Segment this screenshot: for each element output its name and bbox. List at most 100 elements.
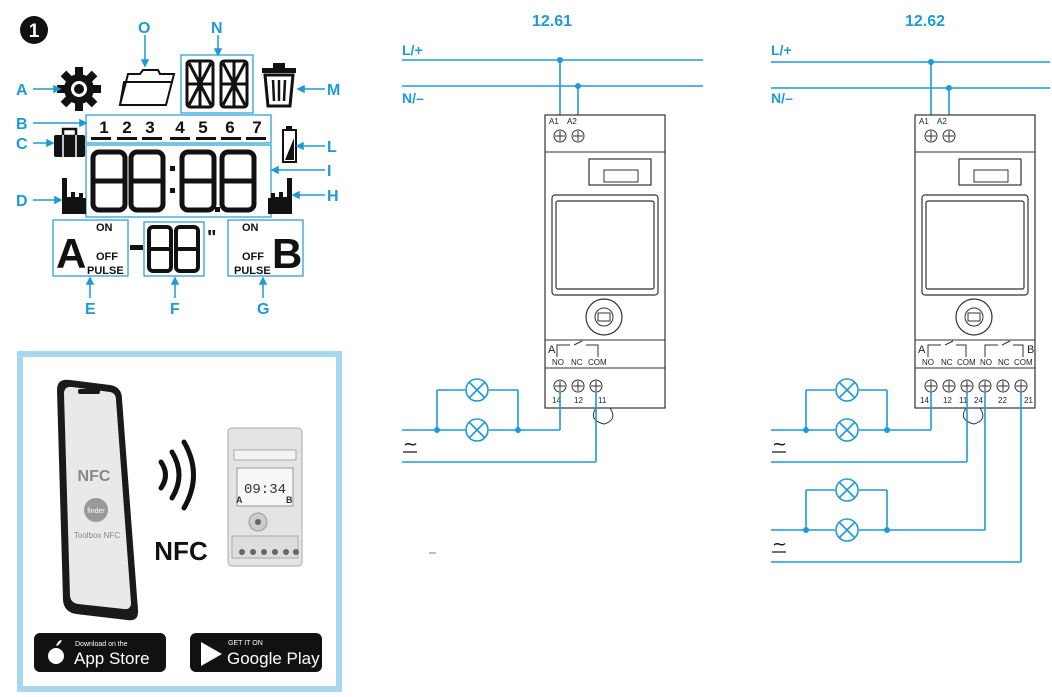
svg-text:C: C [16, 136, 28, 153]
channel-a-pulse: PULSE [87, 265, 124, 277]
seconds-box [143, 221, 205, 277]
terminal-a1-1262: A1 [919, 117, 929, 126]
terminal-21-1262: 21 [1024, 396, 1033, 405]
lcd-diagram: 1 2 3 4 5 6 7 [16, 20, 340, 318]
finder-logo-icon [84, 498, 108, 522]
timer-device-illustration: 09:34 A B [227, 427, 303, 567]
smartphone-illustration: NFC finder Toolbox NFC [57, 379, 139, 621]
contact-no-b-1262: NO [980, 358, 992, 367]
channel-b-letter: B [272, 230, 302, 277]
svg-text:D: D [16, 193, 28, 210]
phone-brand: finder [87, 508, 105, 515]
colon-dot-bottom [170, 188, 175, 193]
device-display-time: 09:34 [244, 482, 286, 498]
lamps-1262-a [805, 378, 888, 442]
battery-icon [282, 126, 297, 163]
channel-b-box [227, 219, 304, 277]
app-store-badge[interactable]: Download on the App Store [34, 633, 166, 672]
dash-segment [130, 245, 143, 250]
briefcase-icon [54, 127, 85, 157]
svg-text:L: L [327, 139, 337, 156]
svg-text:5: 5 [198, 118, 207, 137]
contact-nc-1261: NC [571, 358, 583, 367]
colon-dot-top [170, 166, 175, 171]
contact-com-1261: COM [588, 358, 607, 367]
google-play-badge[interactable]: GET IT ON Google Play [190, 633, 322, 672]
contact-com-a-1262: COM [957, 358, 976, 367]
line-label-1261: L/+ [402, 42, 423, 58]
screw-terminals-bottom-1261 [553, 379, 603, 393]
channel-b-on: ON [242, 222, 259, 234]
phone-nfc-text: NFC [78, 468, 111, 485]
channel-b-pulse: PULSE [234, 265, 271, 277]
time-display-box [85, 144, 272, 218]
google-play-icon [201, 642, 222, 666]
terminal-12-1261: 12 [574, 396, 583, 405]
terminal-24-1262: 24 [974, 396, 983, 405]
figure-number-badge: 1 [20, 16, 48, 44]
channel-a-off: OFF [96, 251, 118, 263]
wiring-diagram-1261: 12.61 L/+ N/– A1 A2 A NO NC COM [402, 13, 703, 554]
contact-channel-a-1262: A [918, 344, 926, 356]
svg-text:7: 7 [252, 118, 261, 137]
callout-letters: A B C D E F G H I L M N O [16, 20, 340, 318]
apple-icon [48, 640, 64, 664]
google-play-big-text: Google Play [227, 649, 320, 668]
svg-text:A: A [16, 82, 28, 99]
screw-terminals-top-1261 [553, 129, 585, 143]
contact-channel-b-1262: B [1027, 344, 1034, 356]
svg-text:E: E [85, 301, 96, 318]
callout-arrows [33, 35, 325, 298]
channel-a-on: ON [96, 222, 113, 234]
svg-text:3: 3 [145, 118, 154, 137]
neutral-label-1262: N/– [771, 90, 793, 106]
lamps-1262-b [805, 478, 888, 542]
terminal-12-1262: 12 [943, 396, 952, 405]
device-b: B [286, 495, 293, 505]
contact-com-b-1262: COM [1014, 358, 1033, 367]
trash-icon [262, 63, 296, 108]
svg-text:1: 1 [29, 21, 40, 42]
seconds-digits [147, 225, 200, 273]
screw-terminals-bottom-1262 [924, 379, 1028, 393]
terminal-14-1262: 14 [920, 396, 929, 405]
decimal-dot [215, 207, 220, 212]
supply-symbol-1261: ~ [403, 434, 418, 455]
contact-no-1261: NO [552, 358, 564, 367]
line-label-1262: L/+ [771, 42, 792, 58]
svg-text:4: 4 [175, 118, 185, 137]
gear-icon [57, 67, 101, 111]
terminal-a1-1261: A1 [549, 117, 559, 126]
terminal-11-1261: 11 [598, 396, 607, 405]
wiring-diagram-1262: 12.62 L/+ N/– A1 A2 A B NO NC COM NO [771, 13, 1050, 563]
nfc-waves-icon [158, 439, 196, 511]
screw-terminals-top-1262 [924, 129, 956, 143]
day-underline-bars [91, 137, 266, 140]
svg-text:F: F [170, 301, 180, 318]
phone-app-name: Toolbox NFC [74, 531, 120, 540]
alpha-segment-digits [185, 59, 249, 109]
contact-nc-b-1262: NC [998, 358, 1010, 367]
title-1261: 12.61 [532, 13, 572, 30]
folder-icon [118, 69, 176, 106]
neutral-label-1261: N/– [402, 90, 424, 106]
channel-a-letter: A [56, 230, 86, 277]
alpha-segment-box [180, 54, 254, 114]
svg-text:N: N [211, 20, 223, 37]
svg-text:G: G [257, 301, 269, 318]
app-store-big-text: App Store [74, 649, 150, 668]
app-store-small-text: Download on the [75, 641, 128, 648]
svg-text:1: 1 [99, 118, 108, 137]
terminal-a2-1262: A2 [937, 117, 947, 126]
terminal-11-1262: 11 [959, 396, 968, 405]
nfc-label: NFC [154, 536, 208, 566]
terminal-22-1262: 22 [998, 396, 1007, 405]
contact-nc-a-1262: NC [941, 358, 953, 367]
contact-no-a-1262: NO [922, 358, 934, 367]
title-1262: 12.62 [905, 13, 945, 30]
lamps-1261 [436, 378, 519, 442]
supply-symbol-1262-b: ~ [772, 534, 787, 555]
svg-text:O: O [138, 20, 150, 37]
time-display-digits [90, 149, 257, 213]
